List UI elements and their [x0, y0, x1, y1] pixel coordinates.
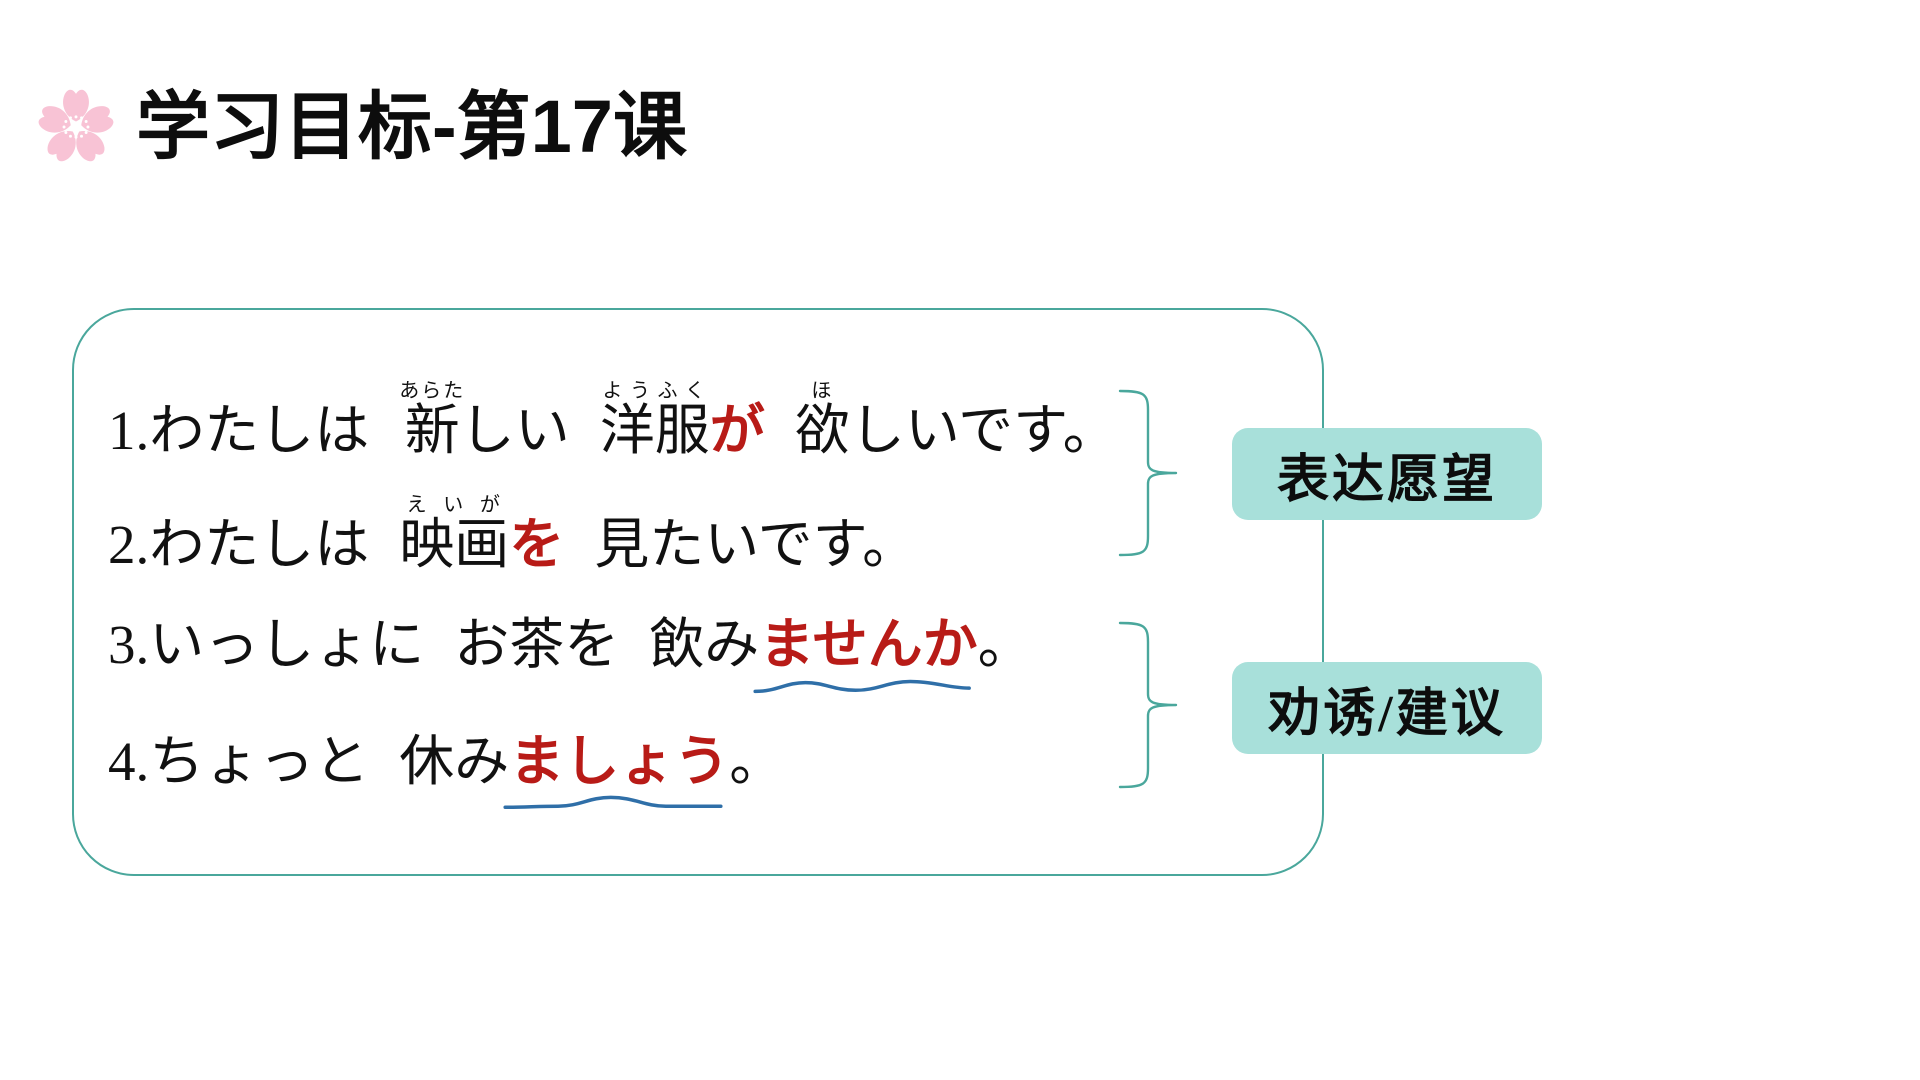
sentences-container-box — [72, 308, 1324, 876]
furigana-youfuku: ようふく — [599, 380, 710, 402]
sentence-2-ruby-eiga: 映画えいが — [399, 495, 510, 575]
sentence-1-okurigana-shii: しい — [459, 400, 570, 461]
sentence-1-segment-subject: わたしは — [149, 400, 370, 461]
particle-ga: が — [709, 400, 765, 461]
furigana-arata: あらた — [399, 380, 466, 402]
sentence-4-period: 。 — [729, 731, 785, 792]
ending-masenka: ませんか — [759, 614, 978, 675]
furigana-eiga: えいが — [399, 494, 510, 516]
kanji-shin: 新 — [399, 400, 466, 461]
sentence-3-period: 。 — [977, 614, 1033, 675]
group-brace-1-icon — [1118, 389, 1178, 557]
sentence-number-4: 4. — [108, 731, 150, 792]
ending-mashou: ましょう — [509, 731, 730, 792]
particle-wo: を — [509, 514, 565, 575]
sentence-3-segment-ocha: お茶を — [454, 614, 620, 675]
group-brace-2-icon — [1118, 621, 1178, 789]
page-title: 学习目标-第17课 — [136, 85, 687, 168]
sentence-1-ruby-hoshii: 欲ほ — [794, 381, 850, 461]
sentence-3-ending-wrap: ませんか — [753, 614, 978, 694]
sentence-1-ending: しいです。 — [849, 400, 1118, 461]
sentence-row-3: 3.いっしょにお茶を飲みませんか。 — [108, 614, 1033, 694]
tag-label-1: 表达愿望 — [1276, 451, 1497, 509]
sentence-row-2: 2.わたしは映画えいがを見たいです。 — [108, 494, 917, 572]
sentence-number-3: 3. — [108, 614, 150, 675]
tag-label-2: 劝诱/建议 — [1268, 685, 1506, 743]
sentence-3-verb-nomi: 飲み — [649, 614, 760, 675]
page-title-row: 学习目标-第17课 — [30, 72, 687, 182]
kanji-eiga: 映画 — [399, 514, 510, 575]
furigana-ho: ほ — [794, 380, 850, 402]
kanji-youfuku: 洋服 — [599, 400, 710, 461]
sentence-row-1: 1.わたしは新あらたしい洋服ようふくが欲ほしいです。 — [108, 380, 1118, 458]
sentence-1-ruby-atarashii: 新あらた — [399, 381, 465, 461]
sentence-1-ruby-youfuku: 洋服ようふく — [599, 381, 710, 461]
sentence-number-2: 2. — [108, 514, 150, 575]
tag-express-desire: 表达愿望 — [1232, 428, 1542, 520]
sentence-4-ending-wrap: ましょう — [503, 731, 730, 810]
sentence-2-ending: 見たいです。 — [594, 514, 918, 575]
sentence-4-verb-yasumi: 休み — [399, 731, 510, 792]
sentence-4-segment-chotto: ちょっと — [149, 731, 370, 792]
sentence-2-segment-subject: わたしは — [149, 514, 370, 575]
sentence-3-segment-issho: いっしょに — [149, 614, 425, 675]
sentence-row-4: 4.ちょっと休みましょう。 — [108, 731, 785, 810]
sakura-flower-icon — [38, 89, 114, 162]
tag-invitation-suggestion: 劝诱/建议 — [1232, 662, 1542, 754]
sentence-number-1: 1. — [108, 400, 150, 461]
kanji-hoshi: 欲 — [794, 400, 850, 461]
